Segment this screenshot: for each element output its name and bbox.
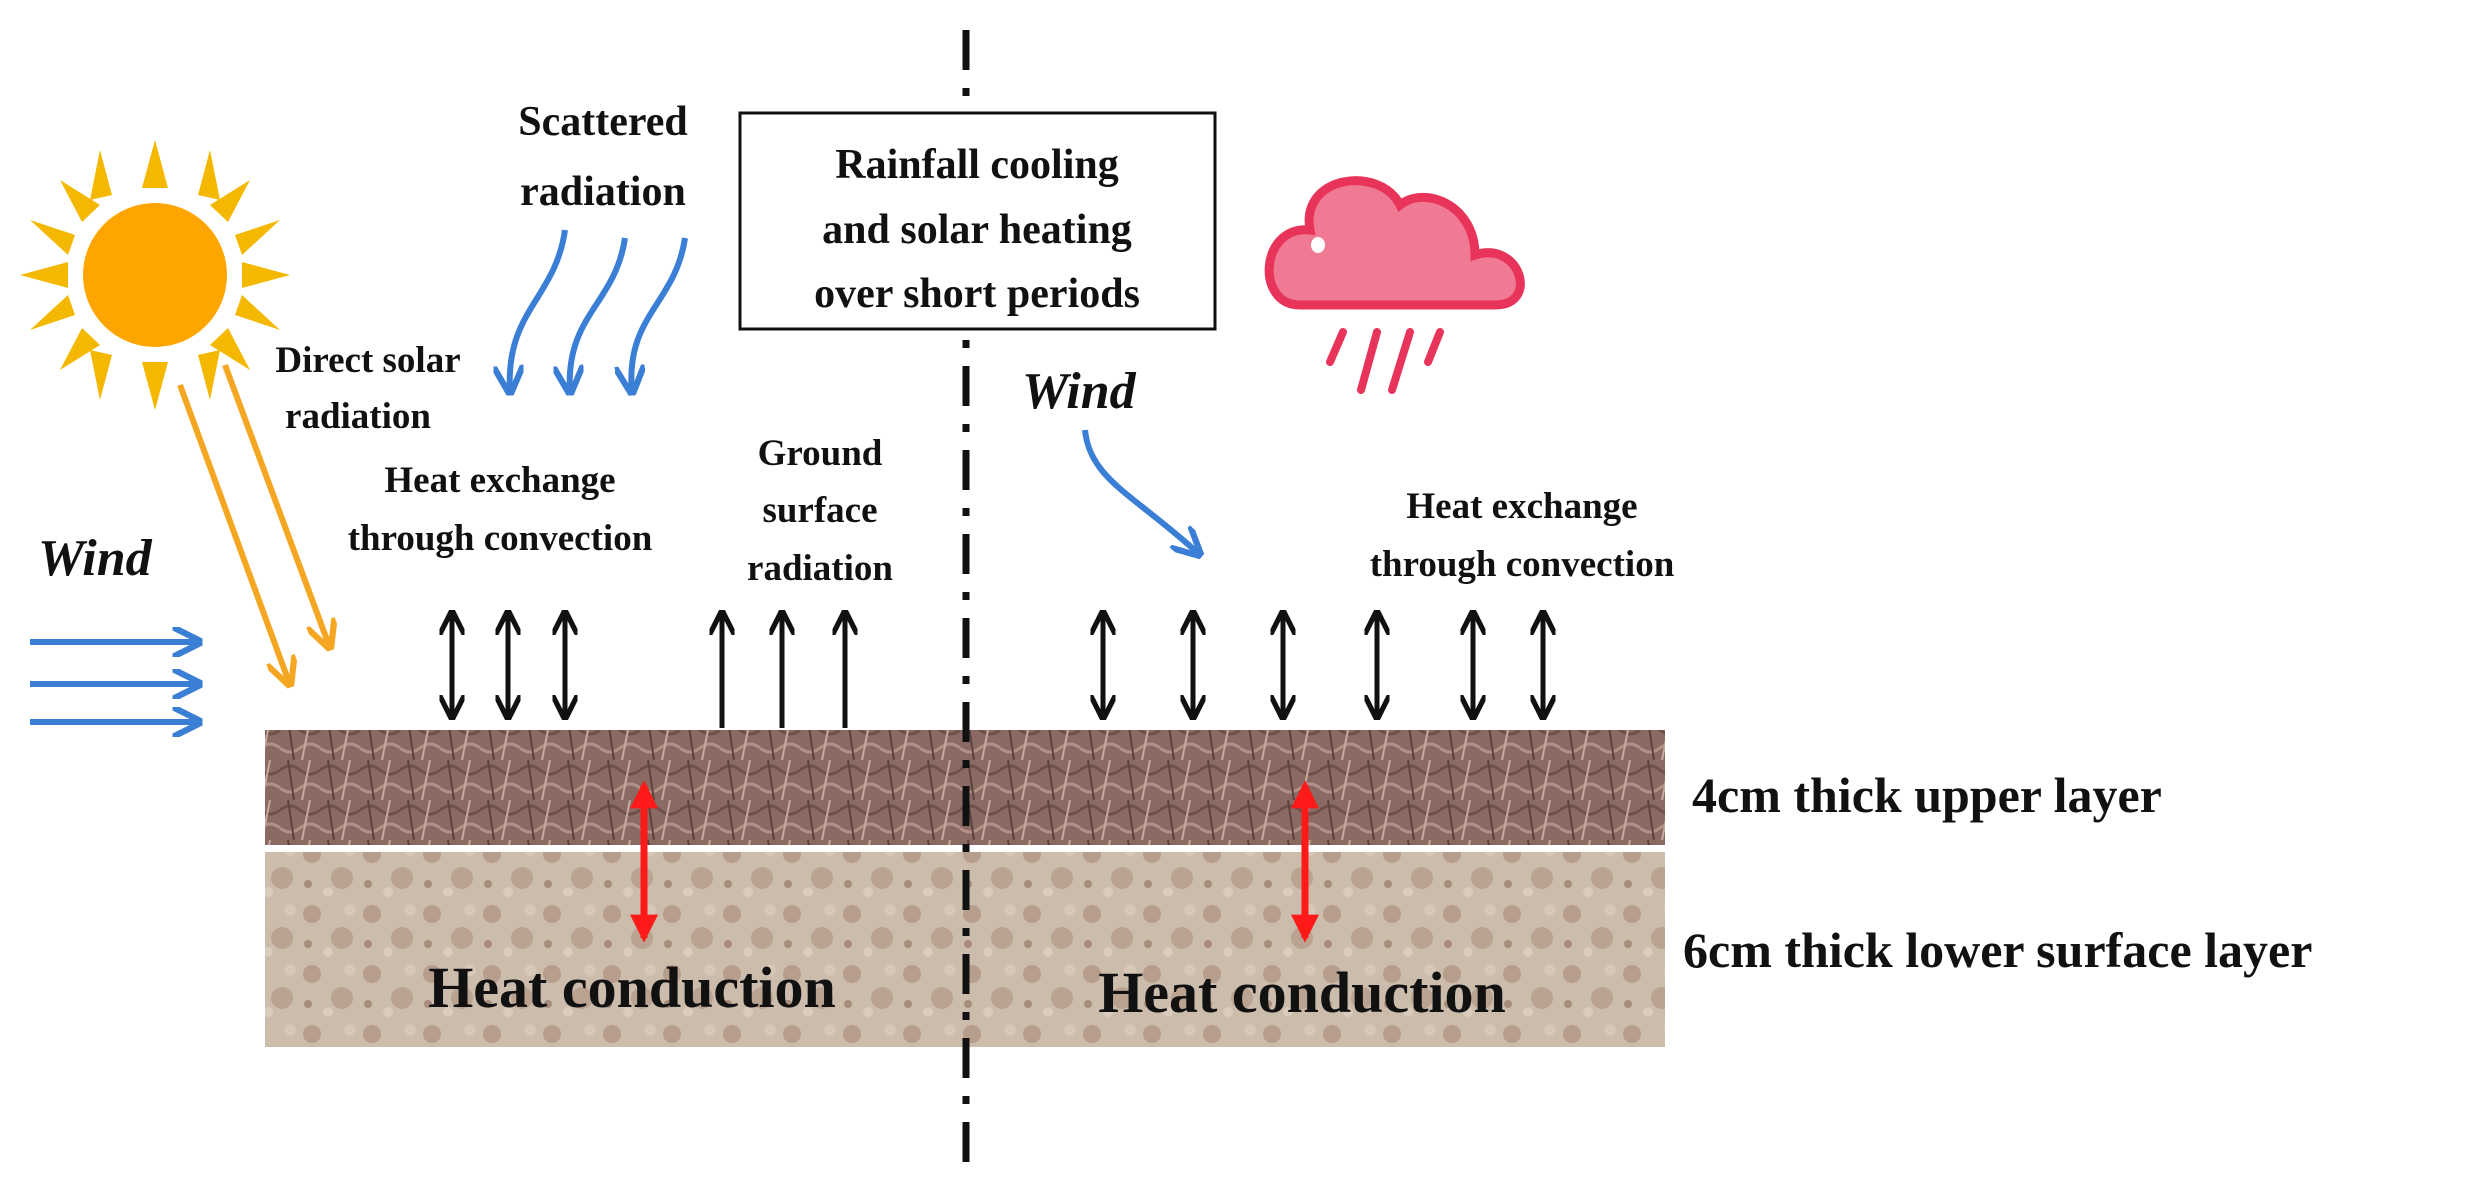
left-heat-conduction-label: Heat conduction: [428, 955, 836, 1020]
right-convection-line-1: Heat exchange: [1406, 486, 1637, 527]
title-line-2: and solar heating: [822, 207, 1132, 253]
right-wind-label: Wind: [1022, 363, 1137, 420]
direct-solar-radiation-line-2: radiation: [285, 396, 431, 437]
ground-radiation-line-3: radiation: [747, 548, 893, 589]
sun-icon: [20, 140, 290, 410]
lower-layer-label: 6cm thick lower surface layer: [1683, 922, 2312, 978]
scattered-radiation-line-1: Scattered: [518, 99, 688, 145]
solar-arrow-1: [177, 383, 290, 685]
solar-arrow-2: [222, 363, 330, 648]
ground-radiation-line-1: Ground: [758, 433, 883, 474]
title-box: [738, 111, 1217, 331]
right-convection-line-2: through convection: [1370, 544, 1675, 585]
direct-solar-radiation-line-1: Direct solar: [275, 340, 460, 381]
scattered-arrow-1: [510, 229, 568, 393]
left-wind-label: Wind: [38, 530, 153, 587]
right-heat-conduction-label: Heat conduction: [1098, 960, 1506, 1025]
upper-layer-label: 4cm thick upper layer: [1692, 767, 2162, 823]
ground-radiation-line-2: surface: [762, 490, 877, 531]
right-wind-arrow: [1082, 429, 1200, 555]
left-convection-line-1: Heat exchange: [384, 460, 615, 501]
scattered-arrow-3: [631, 237, 688, 393]
title-line-1: Rainfall cooling: [835, 142, 1119, 188]
scattered-arrow-2: [570, 237, 628, 393]
left-convection-line-2: through convection: [348, 518, 653, 559]
title-line-3: over short periods: [814, 271, 1140, 317]
scattered-radiation-line-2: radiation: [520, 169, 686, 215]
rain-cloud-icon: [1264, 176, 1525, 394]
